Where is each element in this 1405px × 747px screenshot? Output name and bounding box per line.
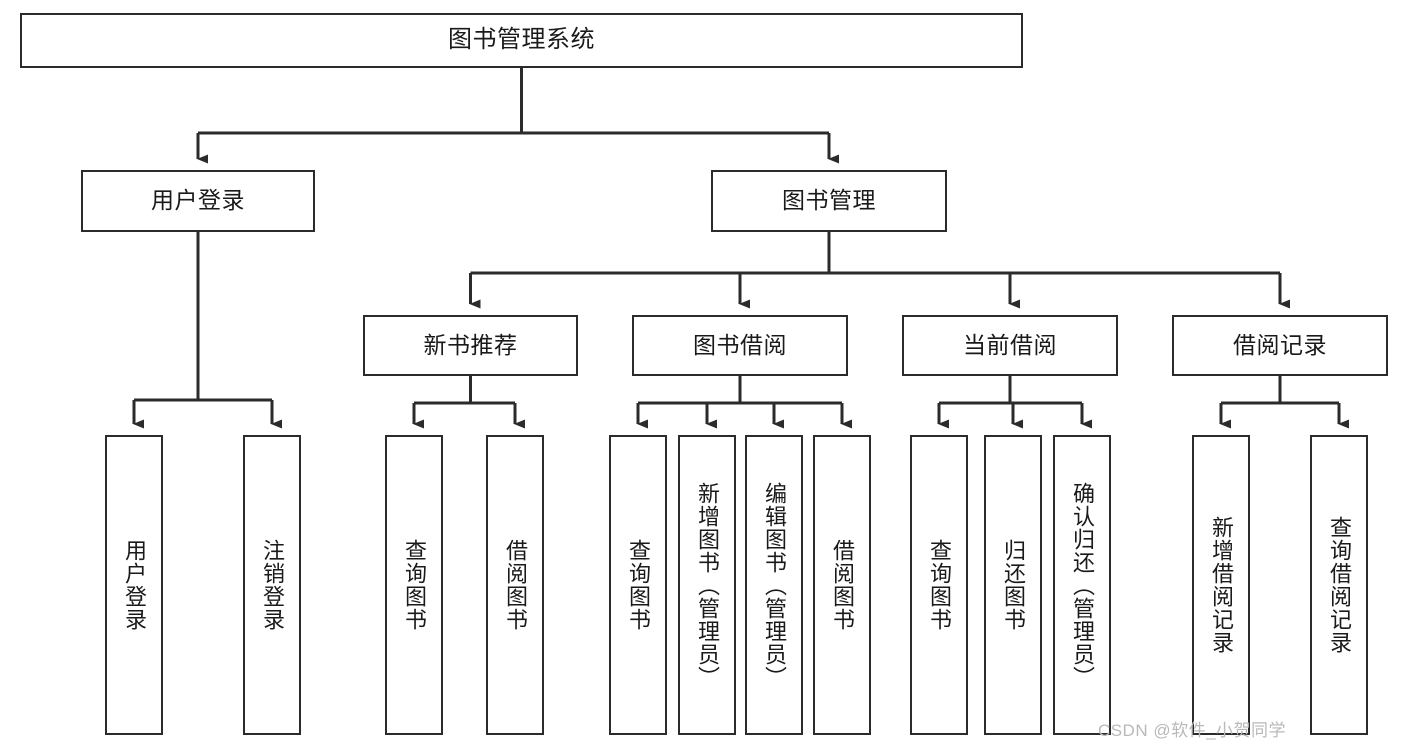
node-n-borrow[interactable]: 借阅图书 [486, 435, 544, 735]
node-b-lend[interactable]: 借阅图书 [813, 435, 871, 735]
node-borrow[interactable]: 图书借阅 [632, 315, 848, 376]
node-l-logout[interactable]: 注销登录 [243, 435, 301, 735]
node-l-login[interactable]: 用户登录 [105, 435, 163, 735]
node-b-edit[interactable]: 编辑图书（管理员） [745, 435, 803, 735]
node-n-query[interactable]: 查询图书 [385, 435, 443, 735]
node-login[interactable]: 用户登录 [81, 170, 315, 232]
node-c-query[interactable]: 查询图书 [910, 435, 968, 735]
node-b-query[interactable]: 查询图书 [609, 435, 667, 735]
node-newbook[interactable]: 新书推荐 [363, 315, 578, 376]
node-root[interactable]: 图书管理系统 [20, 13, 1023, 68]
node-c-return[interactable]: 归还图书 [984, 435, 1042, 735]
node-b-add[interactable]: 新增图书（管理员） [678, 435, 736, 735]
node-r-query[interactable]: 查询借阅记录 [1310, 435, 1368, 735]
csdn-watermark: CSDN @软件_小贺同学 [1097, 721, 1287, 740]
node-bookmgmt[interactable]: 图书管理 [711, 170, 947, 232]
node-records[interactable]: 借阅记录 [1172, 315, 1388, 376]
node-r-add[interactable]: 新增借阅记录 [1192, 435, 1250, 735]
node-c-confirm[interactable]: 确认归还（管理员） [1053, 435, 1111, 735]
node-current[interactable]: 当前借阅 [902, 315, 1118, 376]
